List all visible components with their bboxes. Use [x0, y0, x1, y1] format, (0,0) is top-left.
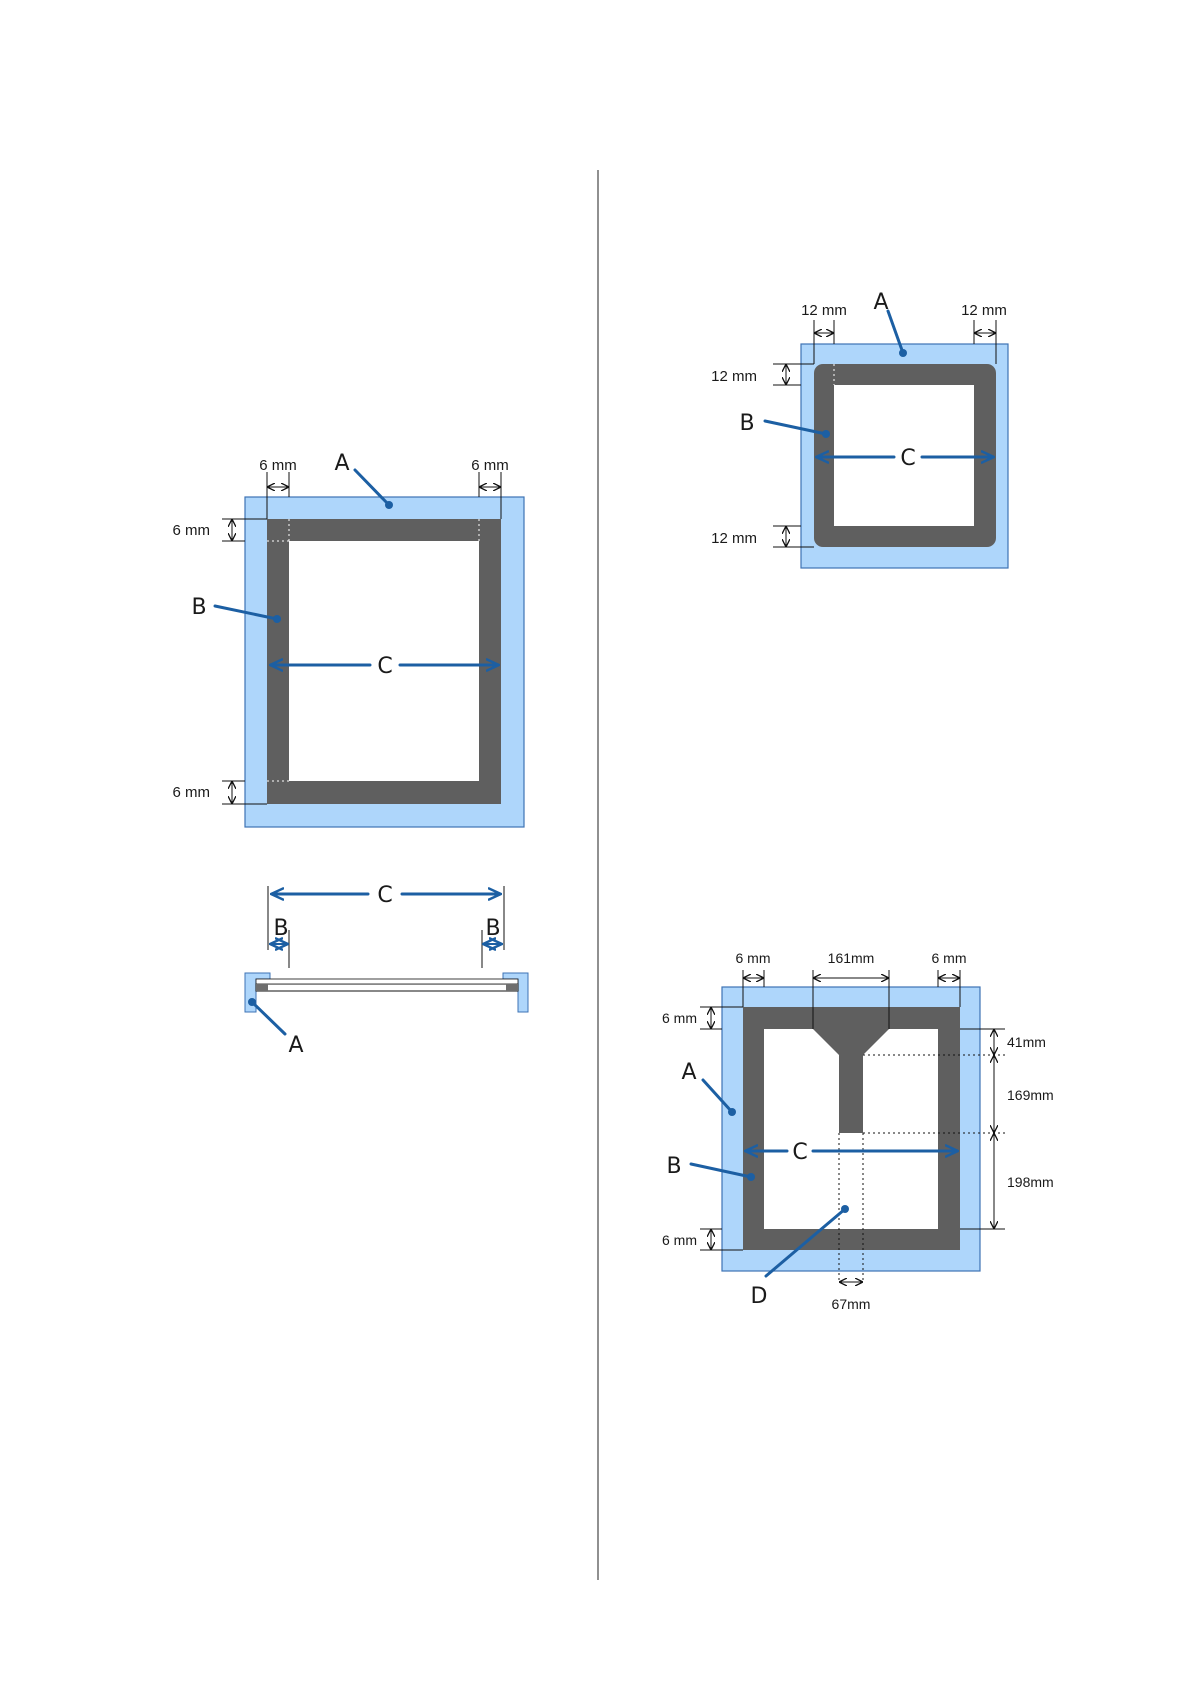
label-d: D	[751, 1284, 768, 1309]
dim-bottom: 67mm	[832, 1296, 871, 1312]
diagram-1-platen-6mm: 6 mm 6 mm 6 mm 6 mm A B C	[173, 451, 525, 827]
label-a: A	[681, 1060, 696, 1085]
diagram-4-platen-t-shape: 6 mm 161mm 6 mm 6 mm 6 mm 41mm 169mm 198…	[662, 950, 1054, 1312]
dim-left-bottom: 12 mm	[711, 530, 757, 547]
dim-top-left: 6 mm	[736, 950, 771, 966]
label-b: B	[739, 411, 754, 436]
dim-left-top: 6 mm	[662, 1010, 697, 1026]
label-c: C	[377, 654, 392, 679]
dim-top-left: 6 mm	[259, 457, 297, 474]
label-a: A	[873, 290, 888, 315]
dim-top-right: 6 mm	[932, 950, 967, 966]
dim-right-2: 169mm	[1007, 1087, 1054, 1103]
label-a: A	[334, 451, 349, 476]
label-c: C	[377, 883, 392, 908]
dim-left-top: 6 mm	[173, 522, 211, 539]
label-c: C	[792, 1140, 807, 1165]
diagram-2-cross-section: C B B A	[245, 883, 528, 1058]
label-b: B	[666, 1154, 681, 1179]
label-c: C	[900, 446, 915, 471]
dim-right-3: 198mm	[1007, 1174, 1054, 1190]
dim-top-right: 12 mm	[961, 302, 1007, 319]
dim-left-bottom: 6 mm	[662, 1232, 697, 1248]
dim-left-top: 12 mm	[711, 368, 757, 385]
diagram-3-platen-12mm: 12 mm 12 mm 12 mm 12 mm A B C	[711, 290, 1008, 568]
label-a: A	[288, 1033, 303, 1058]
dim-top-right: 6 mm	[471, 457, 509, 474]
label-b-left: B	[273, 916, 288, 941]
dim-top-center: 161mm	[828, 950, 875, 966]
label-b: B	[191, 595, 206, 620]
dim-right-1: 41mm	[1007, 1034, 1046, 1050]
dim-top-left: 12 mm	[801, 302, 847, 319]
dim-left-bottom: 6 mm	[173, 784, 211, 801]
label-b-right: B	[485, 916, 500, 941]
